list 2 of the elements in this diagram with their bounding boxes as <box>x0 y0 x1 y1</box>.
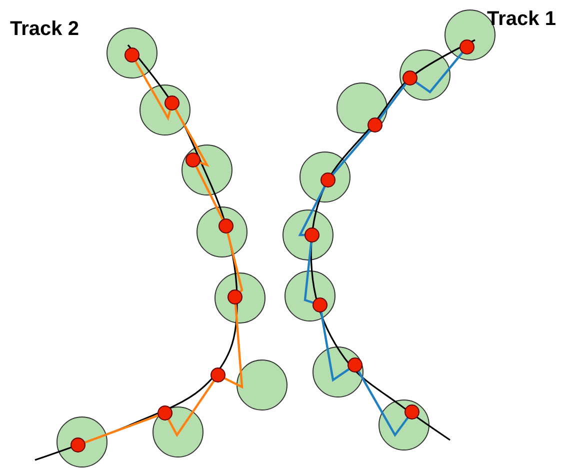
track-label: Track 2 <box>10 18 79 41</box>
track-label: Track 1 <box>487 8 556 31</box>
